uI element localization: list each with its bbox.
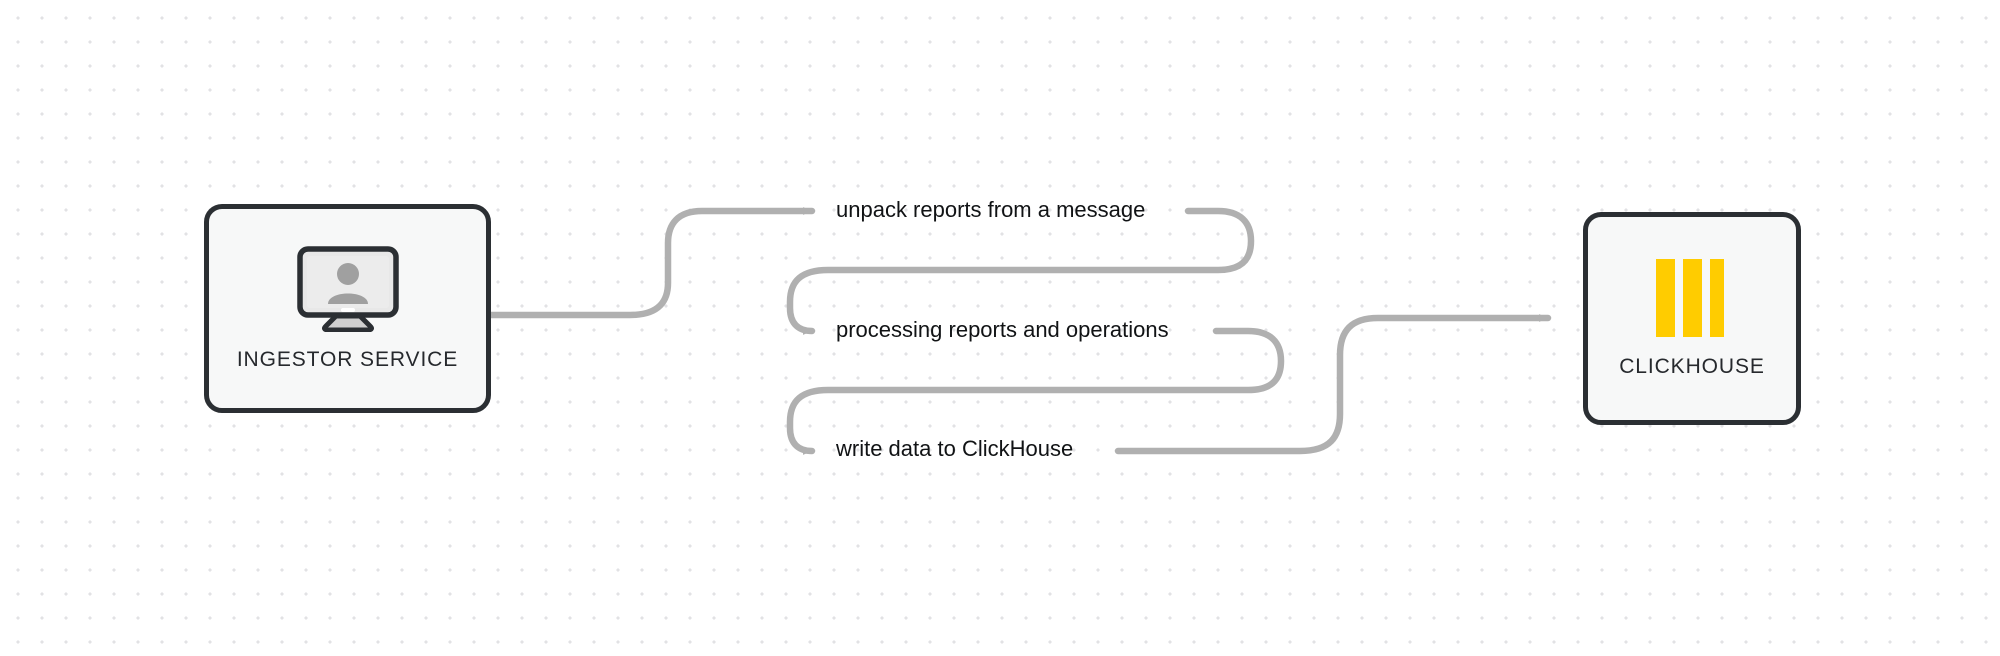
node-clickhouse[interactable]: CLICKHOUSE (1583, 212, 1801, 425)
edge-path-ingestor-to-step1 (487, 207, 816, 319)
node-ingestor-service[interactable]: INGESTOR SERVICE (204, 204, 491, 413)
clickhouse-logo-icon (1654, 258, 1730, 337)
node-clickhouse-label: CLICKHOUSE (1619, 354, 1765, 378)
edge-label-write-data: write data to ClickHouse (836, 436, 1074, 461)
edge-label-processing-reports: processing reports and operations (836, 317, 1169, 342)
monitor-user-icon (296, 245, 400, 332)
edge-path-step1-to-step2 (786, 207, 1255, 335)
edge-label-unpack-reports: unpack reports from a message (836, 197, 1146, 222)
edge-path-step3-to-clickhouse (1114, 314, 1552, 455)
edge-path-step2-to-step3 (786, 327, 1285, 455)
node-ingestor-service-label: INGESTOR SERVICE (236, 347, 459, 371)
